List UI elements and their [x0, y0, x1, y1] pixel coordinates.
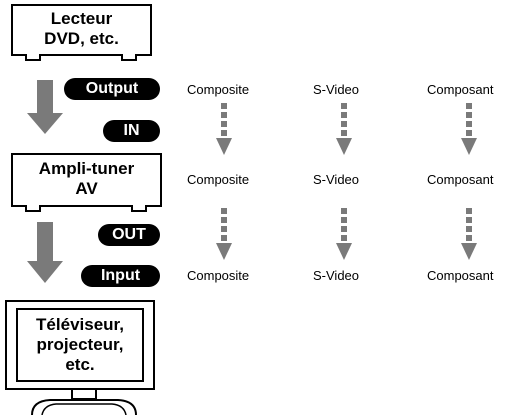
display-device: Téléviseur, projecteur, etc. [5, 300, 155, 390]
source-device-box: Lecteur DVD, etc. [11, 4, 152, 56]
receiver-device-line1: Ampli-tuner [38, 159, 135, 178]
out-label: OUT [98, 224, 160, 246]
signal-label: Composant [427, 82, 494, 97]
output-label: Output [64, 78, 160, 100]
source-device-line2: DVD, etc. [44, 29, 119, 48]
source-device-foot-left [25, 54, 41, 61]
big-down-arrow [27, 80, 63, 134]
display-screen: Téléviseur, projecteur, etc. [16, 308, 144, 382]
signal-label: S-Video [313, 82, 360, 97]
dashed-down-arrow [216, 208, 232, 260]
dashed-down-arrow [461, 103, 477, 155]
display-stand [31, 389, 137, 415]
receiver-device-line2: AV [75, 179, 98, 198]
dashed-down-arrow [461, 208, 477, 260]
display-device-line2: projecteur, [36, 335, 124, 354]
source-device-foot-right [121, 54, 137, 61]
receiver-device-foot-left [25, 205, 41, 212]
signal-label: Composite [187, 172, 250, 187]
signal-label: S-Video [313, 268, 360, 283]
signal-label: S-Video [313, 172, 360, 187]
dashed-down-arrow [336, 103, 352, 155]
signal-label: Composant [427, 268, 494, 283]
signal-label: Composite [187, 268, 250, 283]
source-device-line1: Lecteur [50, 9, 113, 28]
receiver-device-foot-right [131, 205, 147, 212]
display-device-line3: etc. [65, 355, 95, 374]
signal-label: Composant [427, 172, 494, 187]
input-label: Input [81, 265, 160, 287]
receiver-device-box: Ampli-tuner AV [11, 153, 162, 207]
dashed-down-arrow [336, 208, 352, 260]
display-device-line1: Téléviseur, [36, 315, 124, 334]
big-down-arrow [27, 222, 63, 283]
in-label: IN [103, 120, 160, 142]
dashed-down-arrow [216, 103, 232, 155]
signal-label: Composite [187, 82, 250, 97]
